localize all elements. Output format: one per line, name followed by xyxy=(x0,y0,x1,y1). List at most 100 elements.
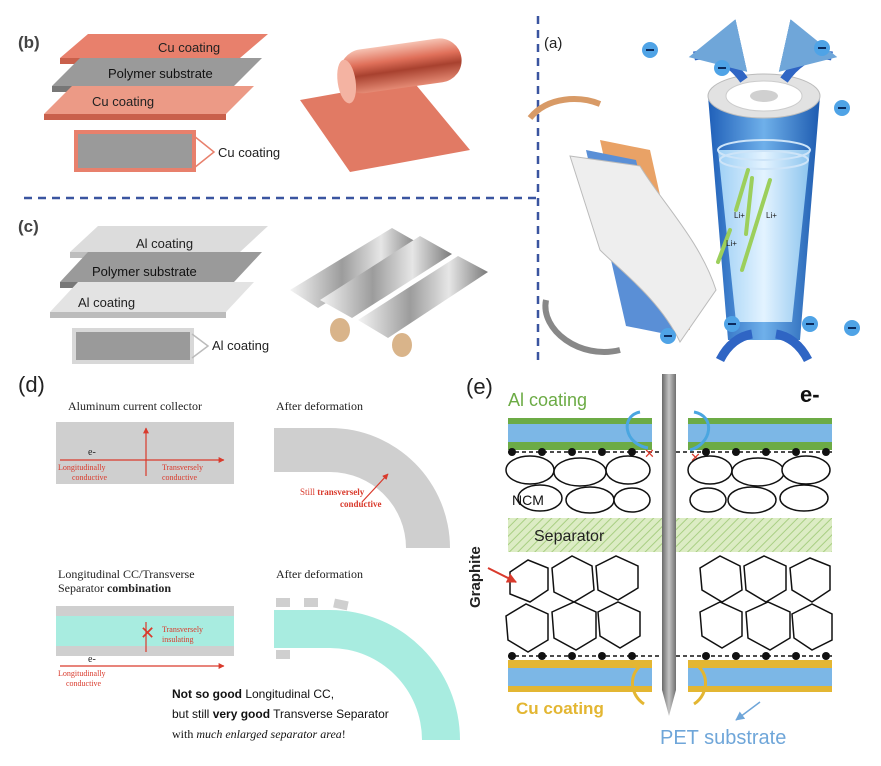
flow-arrow-up-right xyxy=(778,19,838,83)
pet-arrow xyxy=(735,701,761,721)
d-note-pre3: with xyxy=(172,727,196,741)
cu-bottom-edge xyxy=(44,114,226,120)
roll-core-2 xyxy=(392,333,412,357)
d-note-bold1: Not so good xyxy=(172,687,242,701)
b-layer-middle-label: Polymer substrate xyxy=(108,66,213,81)
graphite-particles xyxy=(505,555,833,653)
d-electron-1: e- xyxy=(88,447,96,458)
d-insulating-1: Transversely xyxy=(162,625,203,634)
e-separator-label: Separator xyxy=(534,528,605,545)
e-electron-label: e- xyxy=(800,382,820,407)
pet-layer-bottom-left xyxy=(508,668,652,686)
deformed-cu-left xyxy=(631,660,649,706)
d-note-pre2: but still xyxy=(172,707,213,721)
al-layer-top-left xyxy=(508,418,652,424)
d-longitudinal-1: Longitudinally xyxy=(58,463,106,472)
panel-c-tag: (c) xyxy=(18,217,39,236)
bent-transverse-arrow xyxy=(361,473,389,503)
b-layer-top-label: Cu coating xyxy=(158,40,220,55)
d-title-right-2: After deformation xyxy=(276,567,363,581)
d-note-line2: but still very good Transverse Separator xyxy=(172,707,389,721)
d-still-prefix: Still xyxy=(300,487,317,497)
d-combo-line2: Separator combination xyxy=(58,581,171,595)
copper-foil-roll xyxy=(340,38,462,94)
panel-b-tag: (b) xyxy=(18,33,40,52)
bent-aluminum-collector xyxy=(274,428,450,548)
e-graphite-label: Graphite xyxy=(467,546,484,608)
li-ion-label-2: Li+ xyxy=(766,211,777,220)
transverse-separator xyxy=(56,616,234,646)
d-still-text: Still transversely xyxy=(300,487,365,497)
d-note-bold2: very good xyxy=(213,707,270,721)
d-note-rest1: Longitudinal CC, xyxy=(242,687,334,701)
aluminum-foil-rolls xyxy=(290,228,488,357)
panel-c: (c) Al coating Polymer substrate Al coat… xyxy=(18,217,488,364)
e-block-x-icon-1: ✕ xyxy=(644,446,655,461)
panel-a: (a) Li+ Li+ Li+ xyxy=(527,19,860,363)
curved-arrow-orange xyxy=(527,96,602,121)
d-note-line1: Not so good Longitudinal CC, xyxy=(172,687,334,701)
cu-top-layer xyxy=(60,34,268,58)
b-section-bracket xyxy=(193,135,216,169)
flow-arrow-in-right xyxy=(775,329,813,363)
polymer-layer-b xyxy=(52,58,262,86)
d-combo-prefix: Separator xyxy=(58,581,107,595)
li-ion-label-3: Li+ xyxy=(726,239,737,248)
c-section-label: Al coating xyxy=(212,338,269,353)
e-block-x-icon-2: ✕ xyxy=(690,450,701,465)
al-layer-bottom-left xyxy=(508,442,652,450)
cell-top-core xyxy=(750,90,778,102)
cell-ring-2 xyxy=(719,150,809,170)
cu-layer-top-left xyxy=(508,660,652,668)
d-longitudinal-b1: Longitudinally xyxy=(58,669,106,678)
d-title-right: After deformation xyxy=(276,399,363,413)
d-note-line3: with much enlarged separator area! xyxy=(172,727,346,741)
b-section-label: Cu coating xyxy=(218,145,280,160)
electron-bubbles xyxy=(642,40,860,344)
panel-d: (d) Aluminum current collector After def… xyxy=(18,372,460,741)
d-electron-2: e- xyxy=(88,654,96,665)
d-longitudinal-b2: conductive xyxy=(66,679,102,688)
deformed-coating-right xyxy=(689,410,711,452)
pet-layer-top-right xyxy=(688,424,832,442)
roll-core-1 xyxy=(330,318,350,342)
c-layer-bottom-label: Al coating xyxy=(78,295,135,310)
li-ion-paths xyxy=(716,168,772,272)
anode-electron-dots xyxy=(508,652,830,660)
pet-layer-bottom-right xyxy=(688,668,832,686)
d-note-rest2: Transverse Separator xyxy=(270,707,389,721)
cell-ring-1 xyxy=(717,139,811,161)
c-section-bracket xyxy=(191,333,210,359)
blocked-x-icon: ✕ xyxy=(140,623,155,643)
e-cu-coating-label: Cu coating xyxy=(516,699,604,718)
d-note-italic3: much enlarged separator area xyxy=(196,727,341,741)
al-layer-top-right xyxy=(688,418,832,424)
d-title-left: Aluminum current collector xyxy=(68,399,202,413)
al-top-layer xyxy=(70,226,268,252)
d-transverse-1: Transversely xyxy=(162,463,203,472)
al-bottom-edge xyxy=(50,312,226,318)
graphite-arrow xyxy=(487,567,517,583)
panel-d-tag: (d) xyxy=(18,372,45,397)
panel-e-tag: (e) xyxy=(466,374,493,399)
panel-e: (e) Al coating e- ✕ ✕ NCM xyxy=(466,374,833,749)
c-layer-middle-label: Polymer substrate xyxy=(92,264,197,279)
c-cross-section xyxy=(72,328,194,364)
d-transverse-2: conductive xyxy=(162,473,198,482)
pet-layer-top-left xyxy=(508,424,652,442)
d-longitudinal-2: conductive xyxy=(72,473,108,482)
c-layer-top-label: Al coating xyxy=(136,236,193,251)
cu-layer-top-right xyxy=(688,660,832,668)
d-still-2: conductive xyxy=(340,499,382,509)
bent-separator xyxy=(274,610,460,740)
flow-arrow-up-left xyxy=(688,19,748,83)
panel-b: (b) Cu coating Polymer substrate Cu coat… xyxy=(18,33,470,172)
deformed-coating-left xyxy=(625,410,649,450)
broken-cc-segments xyxy=(276,598,349,659)
cu-layer-bottom-left xyxy=(508,686,652,692)
deformed-cu-right xyxy=(689,660,707,706)
penetrating-nail xyxy=(662,374,676,716)
e-ncm-label: NCM xyxy=(512,492,544,508)
ncm-particles xyxy=(505,455,831,514)
